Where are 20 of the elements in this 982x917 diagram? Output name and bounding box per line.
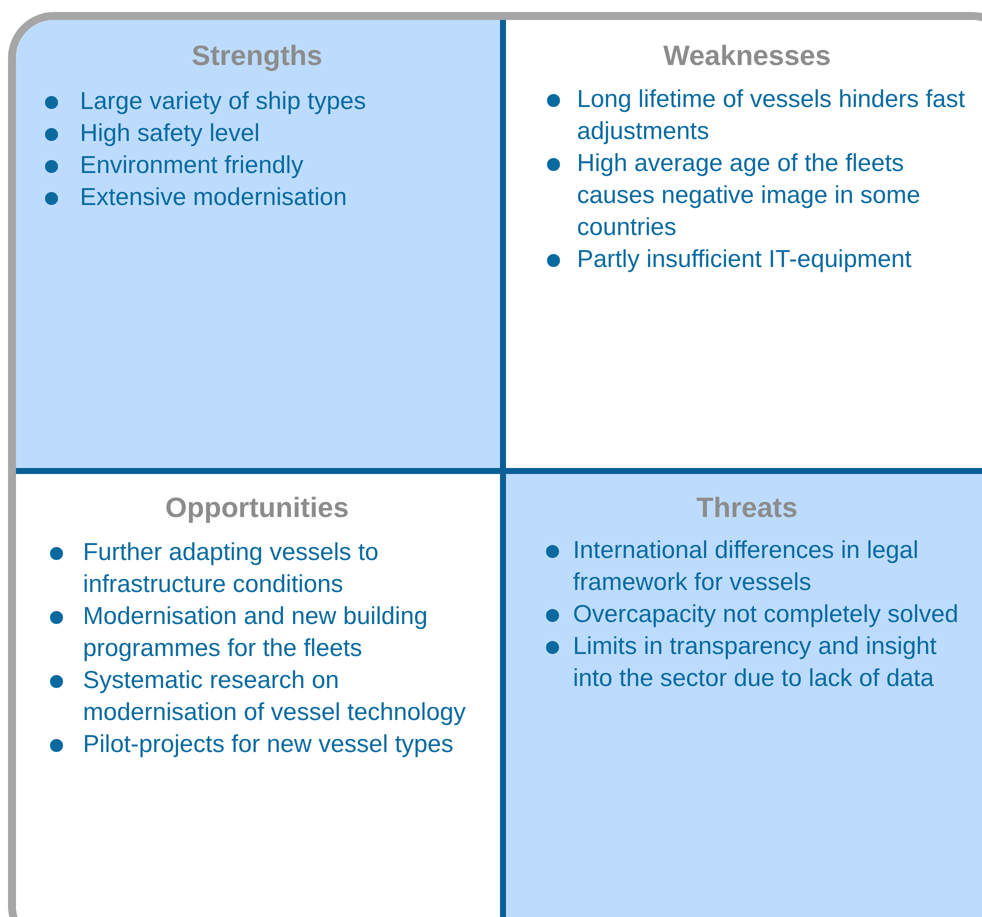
bullet-item: Systematic research on modernisation of vessel technology xyxy=(50,665,470,729)
quadrant-heading: Strengths xyxy=(190,40,324,72)
bullet-item: Modernisation and new building programmes for the fleets xyxy=(50,601,470,665)
quadrant-heading: Weaknesses xyxy=(662,40,832,72)
bullet-item: Large variety of ship types xyxy=(45,86,485,118)
bullet-item: Partly insufficient IT-equipment xyxy=(547,244,967,276)
quadrant-heading: Opportunities xyxy=(164,492,350,524)
quadrant-panel xyxy=(16,20,500,468)
quadrant-heading: Threats xyxy=(695,492,799,524)
bullet-item: Long lifetime of vessels hinders fast adjustments xyxy=(547,84,967,148)
bullet-item: Further adapting vessels to infrastructure conditions xyxy=(50,537,470,601)
bullet-item: Extensive modernisation xyxy=(45,182,485,214)
bullet-item: Pilot-projects for new vessel types xyxy=(50,729,470,761)
bullet-item: Limits in transparency and insight into the sector due to lack of data xyxy=(546,631,966,695)
bullet-item: High safety level xyxy=(45,118,485,150)
bullet-item: High average age of the fleets causes negative image in some countries xyxy=(547,148,967,244)
quadrant-panel xyxy=(506,474,982,917)
bullet-item: Environment friendly xyxy=(45,150,485,182)
bullet-item: Overcapacity not completely solved xyxy=(546,599,966,631)
bullet-item: International differences in legal framework for vessels xyxy=(546,535,966,599)
